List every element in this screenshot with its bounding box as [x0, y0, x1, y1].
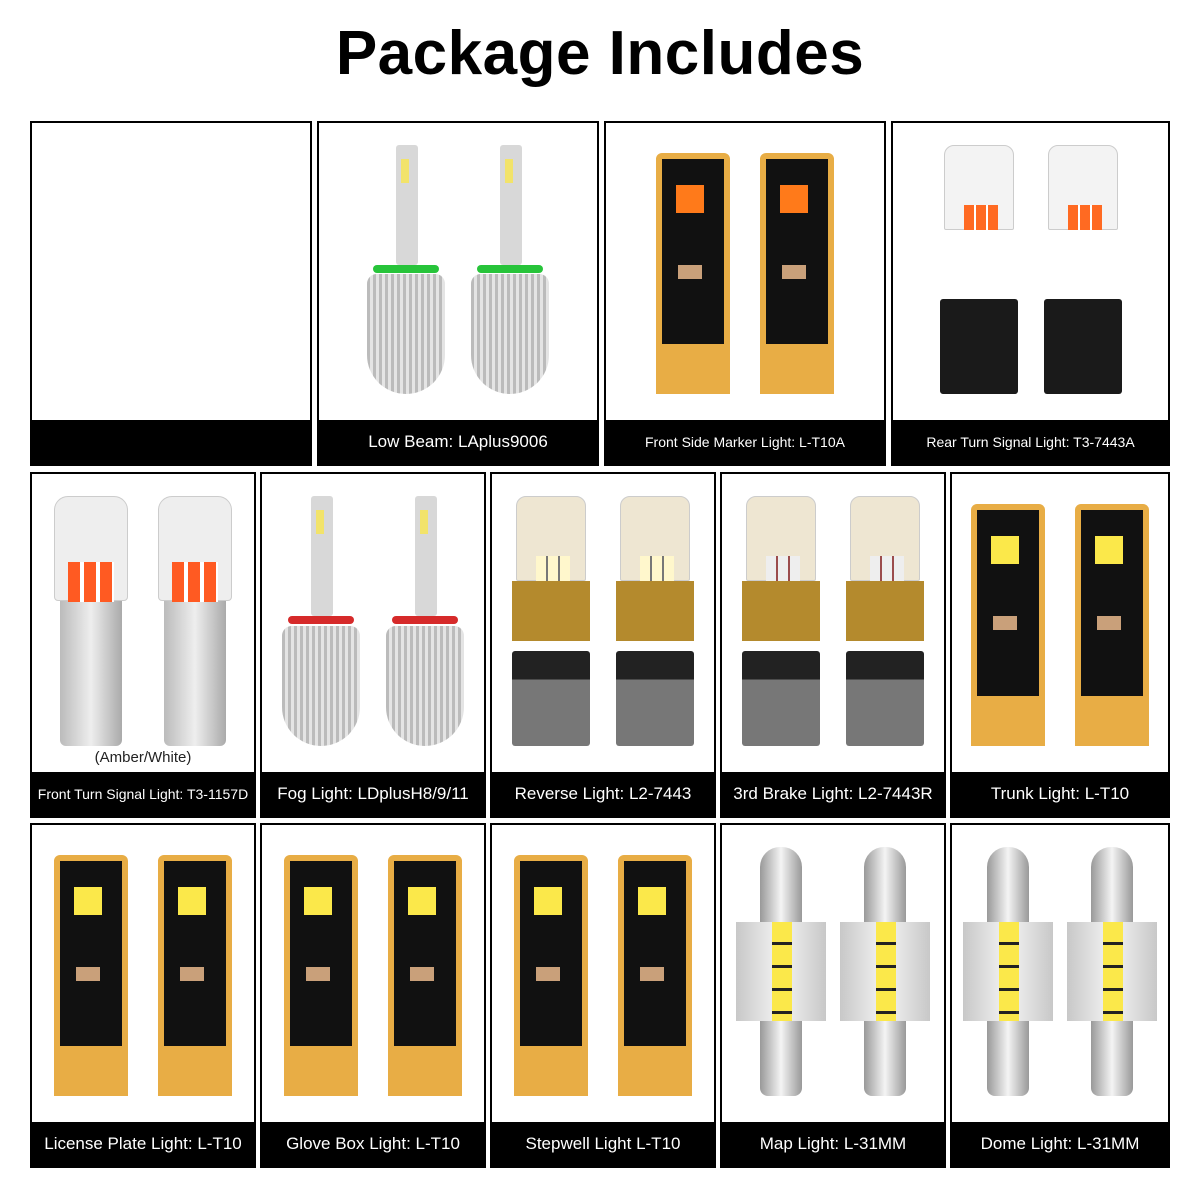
t10-bulb-icon: [380, 847, 470, 1096]
product-label: Rear Turn Signal Light: T3-7443A: [893, 420, 1168, 464]
t10-bulb-icon: [610, 847, 700, 1096]
t10-bulb-icon: [963, 496, 1053, 746]
product-cell: [30, 121, 312, 466]
t10-bulb-icon: [752, 145, 842, 394]
product-label: License Plate Light: L-T10: [32, 1122, 254, 1166]
product-cell: (Amber/White) Front Turn Signal Light: T3…: [30, 472, 256, 818]
product-label: Front Side Marker Light: L-T10A: [606, 420, 884, 464]
7443-bulb-icon: [1038, 145, 1128, 394]
product-cell: Map Light: L-31MM: [720, 823, 946, 1168]
led-headlight-bulb-icon: [276, 496, 366, 746]
product-label: Fog Light: LDplusH8/9/11: [262, 772, 484, 816]
led-headlight-bulb-icon: [380, 496, 470, 746]
festoon-bulb-icon: [963, 847, 1053, 1096]
t10-bulb-icon: [150, 847, 240, 1096]
7443-bulb-icon: [736, 496, 826, 746]
product-cell: Stepwell Light L-T10: [490, 823, 716, 1168]
product-cell: Front Side Marker Light: L-T10A: [604, 121, 886, 466]
product-cell: Glove Box Light: L-T10: [260, 823, 486, 1168]
product-label: [32, 420, 310, 464]
1157-bulb-icon: [150, 496, 240, 746]
t10-bulb-icon: [276, 847, 366, 1096]
product-pair: [952, 496, 1168, 746]
product-pair: [32, 847, 254, 1096]
1157-bulb-icon: [46, 496, 136, 746]
festoon-bulb-icon: [840, 847, 930, 1096]
led-headlight-bulb-icon: [465, 145, 555, 394]
product-cell: License Plate Light: L-T10: [30, 823, 256, 1168]
product-label: Glove Box Light: L-T10: [262, 1122, 484, 1166]
product-cell: Trunk Light: L-T10: [950, 472, 1170, 818]
festoon-bulb-icon: [1067, 847, 1157, 1096]
t10-bulb-icon: [648, 145, 738, 394]
festoon-bulb-icon: [736, 847, 826, 1096]
product-label: Map Light: L-31MM: [722, 1122, 944, 1166]
t10-bulb-icon: [46, 847, 136, 1096]
7443-bulb-icon: [840, 496, 930, 746]
product-pair: [893, 145, 1168, 394]
product-label: Dome Light: L-31MM: [952, 1122, 1168, 1166]
product-label: Trunk Light: L-T10: [952, 772, 1168, 816]
led-headlight-bulb-icon: [361, 145, 451, 394]
product-label: Stepwell Light L-T10: [492, 1122, 714, 1166]
7443-bulb-icon: [610, 496, 700, 746]
product-note: (Amber/White): [94, 749, 192, 766]
product-label: Low Beam: LAplus9006: [319, 420, 597, 464]
product-pair: [492, 847, 714, 1096]
product-pair: [606, 145, 884, 394]
product-cell: Low Beam: LAplus9006: [317, 121, 599, 466]
product-cell: Fog Light: LDplusH8/9/11: [260, 472, 486, 818]
t10-bulb-icon: [506, 847, 596, 1096]
7443-bulb-icon: [934, 145, 1024, 394]
product-label: Reverse Light: L2-7443: [492, 772, 714, 816]
product-pair: [319, 145, 597, 394]
product-pair: [492, 496, 714, 746]
product-cell: Reverse Light: L2-7443: [490, 472, 716, 818]
product-label: Front Turn Signal Light: T3-1157D: [32, 772, 254, 816]
product-pair: [722, 847, 944, 1096]
product-pair: [722, 496, 944, 746]
product-cell: 3rd Brake Light: L2-7443R: [720, 472, 946, 818]
7443-bulb-icon: [506, 496, 596, 746]
product-pair: [32, 496, 254, 746]
product-cell: Rear Turn Signal Light: T3-7443A: [891, 121, 1170, 466]
product-label: 3rd Brake Light: L2-7443R: [722, 772, 944, 816]
product-pair: [952, 847, 1168, 1096]
product-cell: Dome Light: L-31MM: [950, 823, 1170, 1168]
t10-bulb-icon: [1067, 496, 1157, 746]
product-pair: [262, 496, 484, 746]
product-pair: [262, 847, 484, 1096]
page-title: Package Includes: [335, 19, 865, 88]
